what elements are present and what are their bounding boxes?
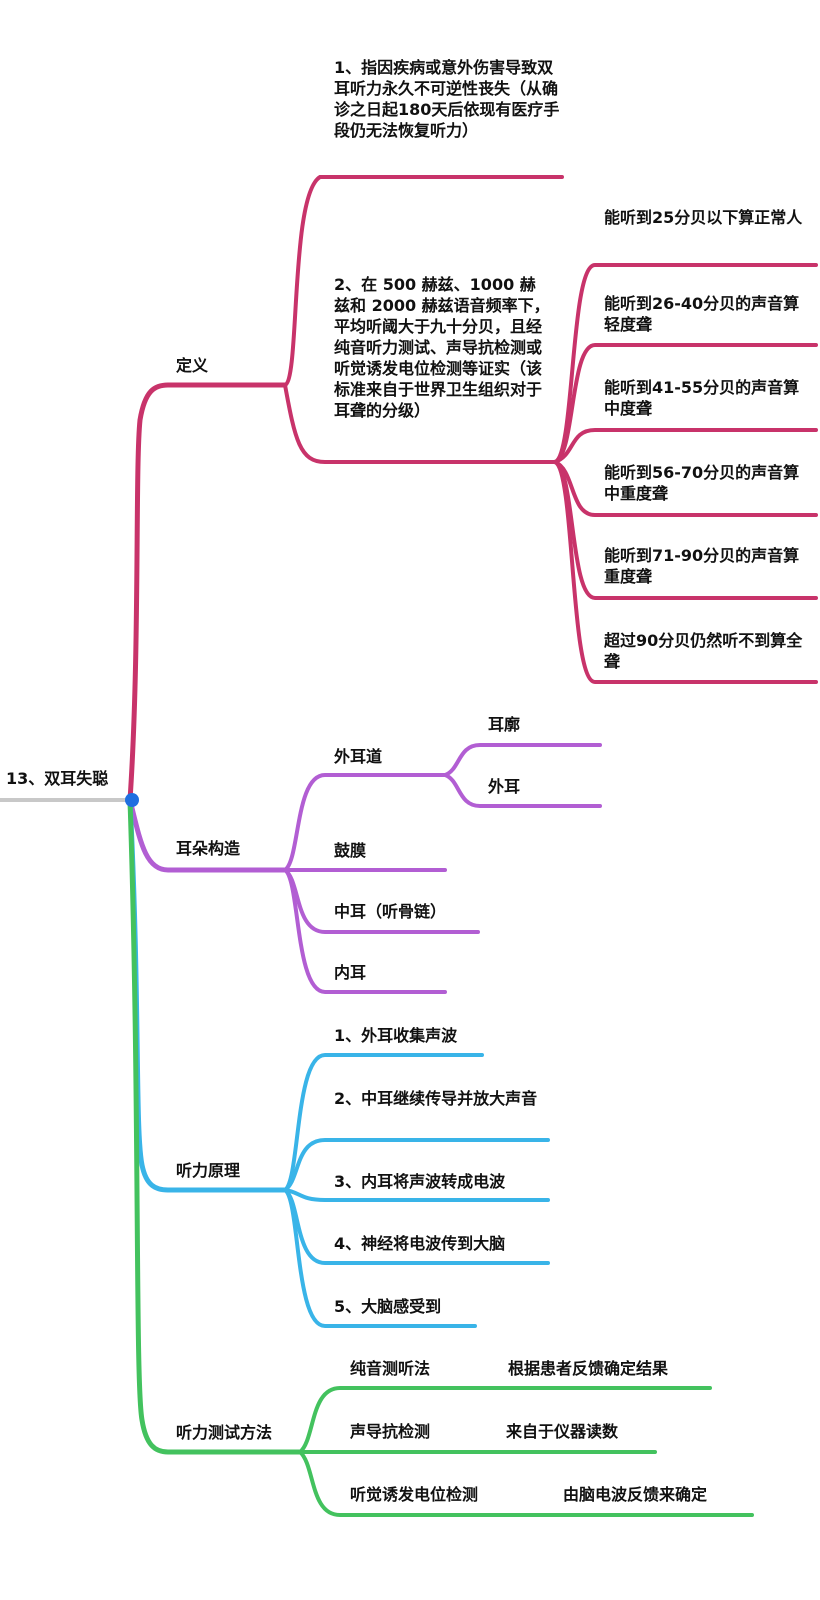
definition-item-1: 1、指因疾病或意外伤害导致双耳听力永久不可逆性丧失（从确诊之日起180天后依现有… bbox=[334, 58, 560, 140]
edge-ear-outer bbox=[443, 773, 602, 808]
edge-principle-2 bbox=[283, 1138, 550, 1192]
principle-item-3: 3、内耳将声波转成电波 bbox=[334, 1172, 506, 1191]
edge-principle-3 bbox=[283, 1188, 550, 1202]
edge-root-ear bbox=[127, 797, 288, 873]
root-dot bbox=[125, 793, 139, 807]
definition-item-2: 2、在 500 赫兹、1000 赫兹和 2000 赫兹语音频率下，平均听阈大于九… bbox=[334, 275, 550, 420]
edge-root-test bbox=[127, 797, 303, 1455]
grade-4: 能听到56-70分贝的声音算中重度聋 bbox=[604, 463, 800, 503]
edge-ear-inner bbox=[283, 868, 447, 994]
grade-3: 能听到41-55分贝的声音算中度聋 bbox=[604, 378, 800, 418]
ear-item-inner: 内耳 bbox=[334, 963, 367, 982]
branch-definition-label: 定义 bbox=[176, 356, 209, 375]
edge-principle-5 bbox=[283, 1188, 477, 1328]
edge-principle-1 bbox=[283, 1053, 484, 1192]
principle-item-5: 5、大脑感受到 bbox=[334, 1297, 442, 1316]
branch-test-label: 听力测试方法 bbox=[176, 1423, 273, 1442]
grade-1: 能听到25分贝以下算正常人 bbox=[604, 208, 803, 227]
principle-item-4: 4、神经将电波传到大脑 bbox=[334, 1234, 506, 1253]
grade-2: 能听到26-40分贝的声音算轻度聋 bbox=[604, 294, 800, 334]
test-method-1: 纯音测听法 bbox=[350, 1359, 431, 1378]
ear-item-drum: 鼓膜 bbox=[334, 841, 367, 860]
grade-5: 能听到71-90分贝的声音算重度聋 bbox=[604, 546, 800, 586]
test-method-3: 听觉诱发电位检测 bbox=[350, 1485, 479, 1504]
edge-def-item-1 bbox=[283, 175, 564, 387]
edge-ear-outer-canal bbox=[283, 773, 447, 872]
grade-6: 超过90分贝仍然听不到算全聋 bbox=[604, 631, 803, 671]
branch-ear-label: 耳朵构造 bbox=[176, 839, 241, 858]
principle-item-1: 1、外耳收集声波 bbox=[334, 1026, 458, 1045]
principle-item-2: 2、中耳继续传导并放大声音 bbox=[334, 1089, 538, 1108]
branch-principle-label: 听力原理 bbox=[176, 1161, 241, 1180]
test-basis-3: 由脑电波反馈来确定 bbox=[563, 1485, 708, 1504]
edge-grade-6 bbox=[553, 460, 818, 684]
edge-test-1 bbox=[298, 1386, 712, 1454]
test-method-2: 声导抗检测 bbox=[350, 1422, 431, 1441]
edge-ear-pinna bbox=[443, 743, 602, 777]
root-label: 13、双耳失聪 bbox=[6, 769, 109, 788]
edge-grade-2 bbox=[553, 343, 818, 464]
edge-grade-3 bbox=[553, 428, 818, 464]
edge-root-definition bbox=[127, 382, 288, 803]
test-basis-1: 根据患者反馈确定结果 bbox=[508, 1359, 669, 1378]
edge-test-3 bbox=[298, 1450, 754, 1517]
ear-item-middle: 中耳（听骨链） bbox=[334, 902, 447, 921]
test-basis-2: 来自于仪器读数 bbox=[506, 1422, 619, 1441]
ear-sub-outer: 外耳 bbox=[488, 777, 521, 796]
ear-item-outer-canal: 外耳道 bbox=[334, 747, 383, 766]
edge-def-item-2 bbox=[283, 383, 557, 464]
ear-sub-pinna: 耳廓 bbox=[488, 715, 521, 734]
